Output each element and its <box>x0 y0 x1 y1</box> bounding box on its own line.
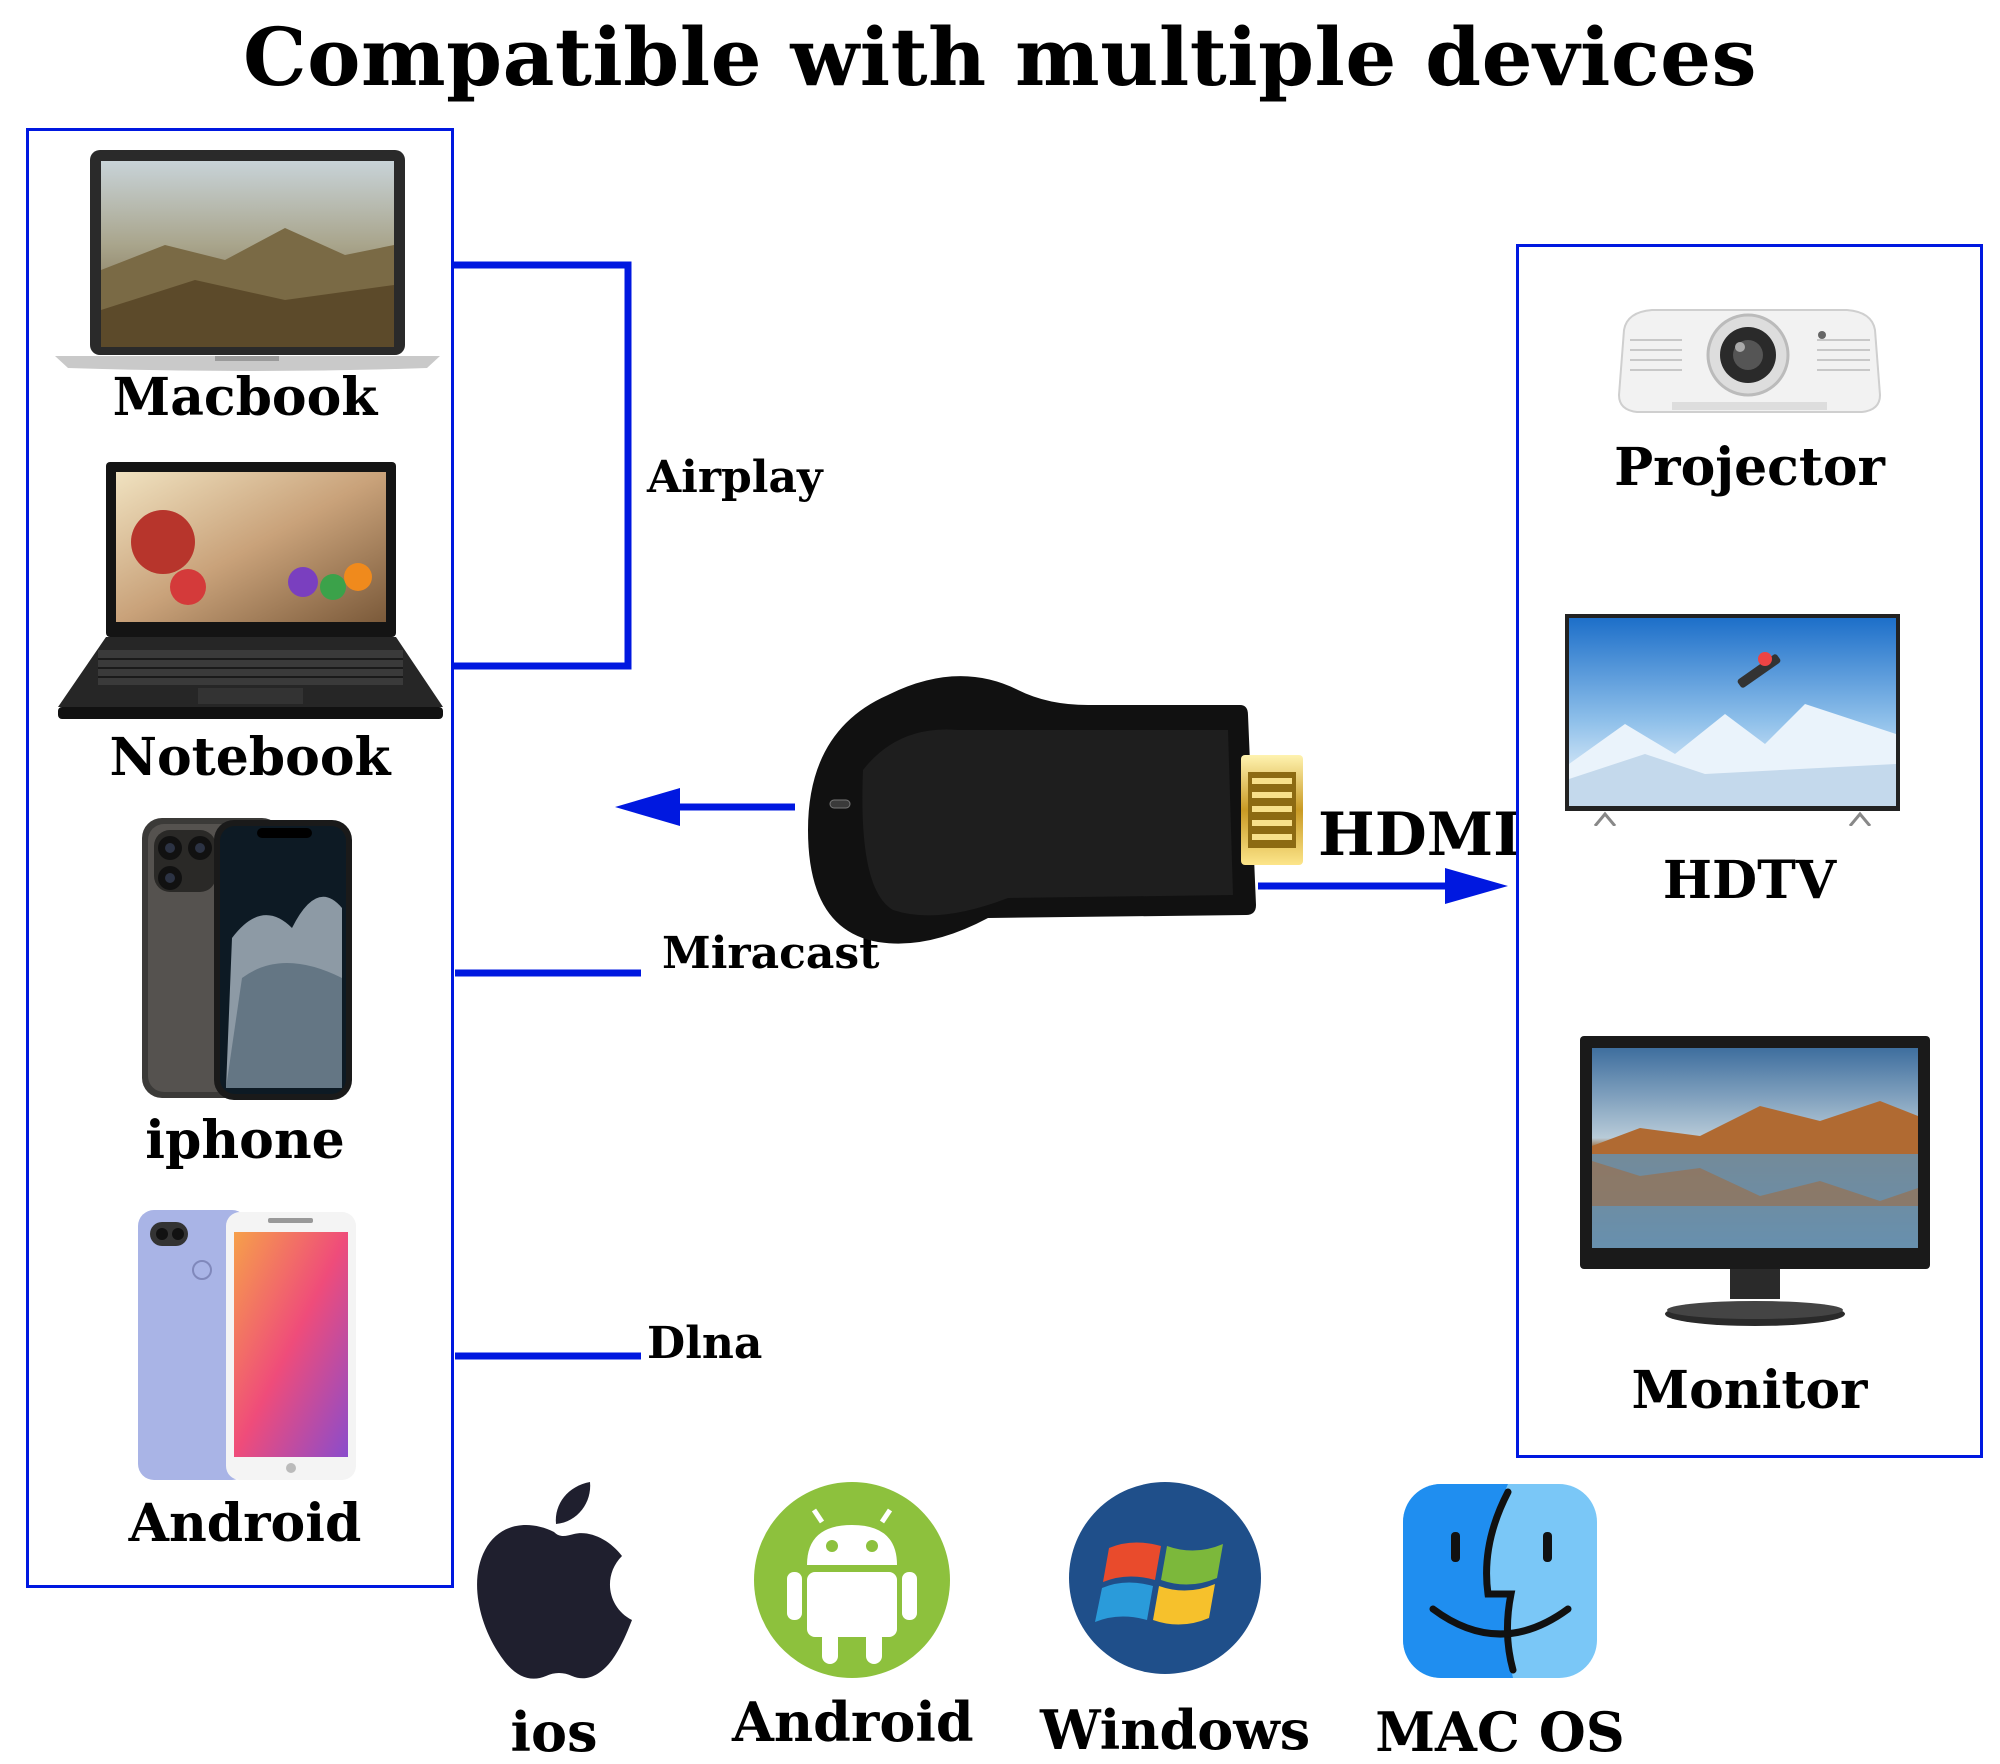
monitor-label: Monitor <box>1631 1360 1868 1421</box>
macbook-label: Macbook <box>112 367 378 428</box>
wireless-display-dongle <box>808 676 1303 944</box>
dlna-label: Dlna <box>647 1318 763 1369</box>
windows-icon <box>1069 1482 1261 1674</box>
finder-icon <box>1403 1484 1597 1678</box>
display-devices-panel <box>1516 244 1983 1458</box>
android-phone-label: Android <box>128 1493 362 1554</box>
projector-label: Projector <box>1614 437 1885 498</box>
notebook-label: Notebook <box>109 727 391 788</box>
iphone-label: iphone <box>145 1110 345 1171</box>
source-devices-panel <box>26 128 454 1588</box>
miracast-label: Miracast <box>662 928 880 979</box>
android-os-label: Android <box>732 1690 974 1754</box>
hdmi-arrow-head <box>1445 868 1508 904</box>
airplay-label: Airplay <box>647 452 823 503</box>
monitor-icon <box>1580 1036 1930 1326</box>
windows-label: Windows <box>1040 1698 1311 1762</box>
hdtv-icon <box>1565 614 1900 826</box>
android-phone-icon <box>138 1210 356 1480</box>
apple-icon <box>477 1482 632 1679</box>
iphone-icon <box>142 818 352 1100</box>
android-robot-icon <box>754 1482 950 1678</box>
notebook-icon <box>58 462 443 719</box>
ios-label: ios <box>510 1700 598 1764</box>
mac-os-label: MAC OS <box>1375 1700 1625 1764</box>
page-title: Compatible with multiple devices <box>242 10 1758 104</box>
macbook-icon <box>55 150 440 371</box>
receive-arrow-head <box>615 788 680 826</box>
airplay-bracket-line <box>452 261 632 670</box>
projector-icon <box>1617 309 1882 413</box>
hdmi-label: HDMI <box>1318 800 1522 870</box>
hdtv-label: HDTV <box>1662 850 1837 911</box>
